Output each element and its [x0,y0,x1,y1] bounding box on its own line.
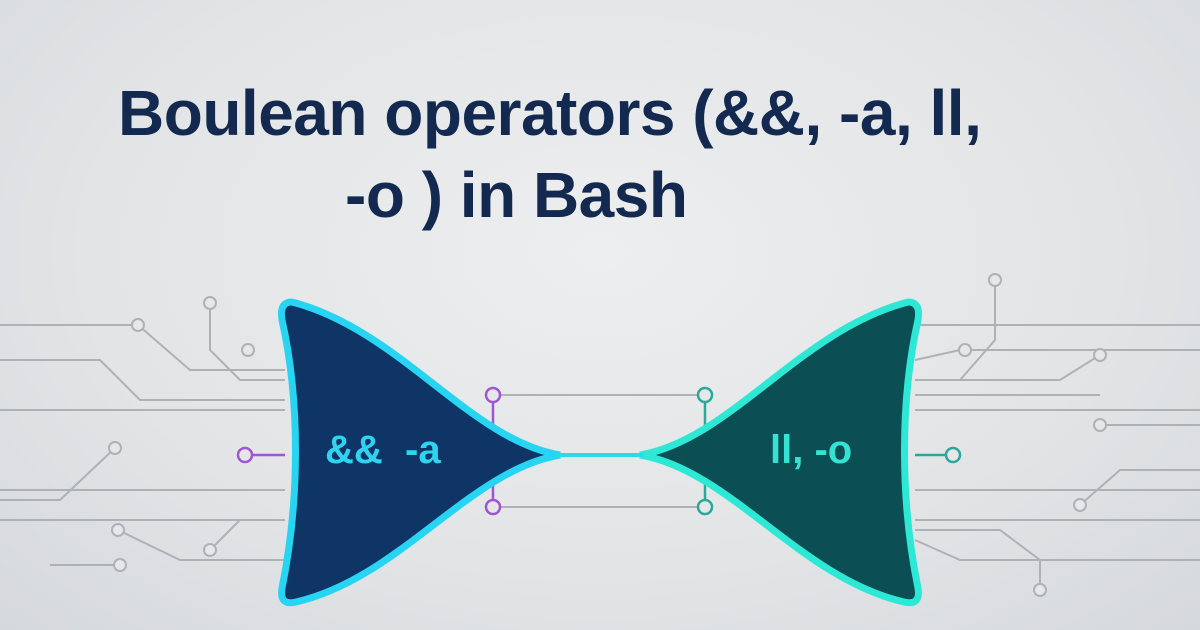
left-gate-shape [278,298,561,607]
left-gate-label: && -a [325,428,441,472]
right-connectors [696,386,962,516]
title-line-1: Boulean operators (&&, -a, ll, [118,77,982,149]
circuit-lines-left [0,296,285,572]
right-gate-shape [639,298,922,607]
bridge-lines [500,394,705,508]
circuit-lines-right [914,273,1200,597]
right-gate-label: ll, -o [770,428,853,472]
connector-node [484,386,502,404]
title-line-2: -o ) in Bash [345,159,688,231]
